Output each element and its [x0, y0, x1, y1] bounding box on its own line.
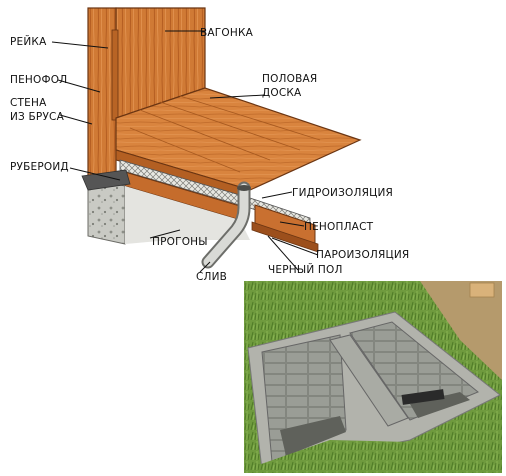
- label-stena-line1: СТЕНА: [10, 97, 47, 109]
- diagram-labels: РЕЙКА ВАГОНКА ПЕНОФОЛ СТЕНА ИЗ БРУСА ПОЛ…: [10, 27, 409, 283]
- label-poloviy-line1: ПОЛОВАЯ: [262, 73, 317, 85]
- subfloor: [251, 221, 319, 253]
- label-stena-line2: ИЗ БРУСА: [10, 111, 65, 123]
- label-sliv: СЛИВ: [196, 271, 227, 283]
- label-penoplast: ПЕНОПЛАСТ: [304, 221, 374, 233]
- label-progony: ПРОГОНЫ: [152, 236, 208, 248]
- pit-photo: [244, 281, 502, 473]
- pit-partition: [329, 334, 409, 427]
- foundation-top: [81, 169, 131, 191]
- pit-pipe: [401, 389, 445, 405]
- label-ruberoid: РУБЕРОИД: [10, 161, 69, 173]
- label-poloviy-line2: ДОСКА: [262, 87, 302, 99]
- label-paroizolyaciya: ПАРОИЗОЛЯЦИЯ: [316, 249, 409, 261]
- floor-diagram: [81, 7, 362, 269]
- timber-wall: [87, 7, 117, 179]
- leader-lines: [51, 30, 319, 273]
- label-gidroizolyaciya: ГИДРОИЗОЛЯЦИЯ: [292, 187, 393, 199]
- label-vagonka: ВАГОНКА: [200, 27, 254, 39]
- label-reika: РЕЙКА: [10, 35, 47, 48]
- slat: [111, 29, 119, 121]
- label-cherniy-pol: ЧЕРНЫЙ ПОЛ: [268, 263, 343, 276]
- ground: [125, 186, 250, 244]
- label-penofol: ПЕНОФОЛ: [10, 74, 67, 86]
